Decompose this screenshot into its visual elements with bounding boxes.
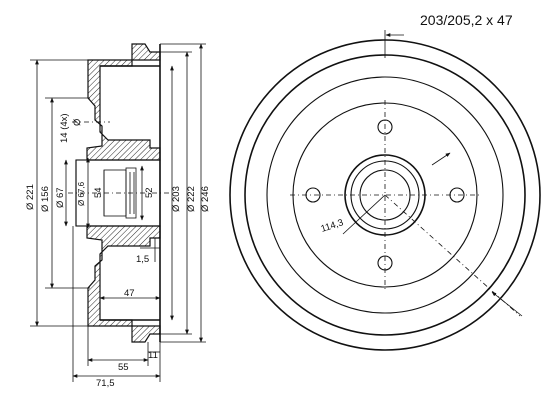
dim-71-5: 71,5 bbox=[96, 378, 115, 389]
dim-47: 47 bbox=[124, 288, 135, 299]
dim-1-5: 1,5 bbox=[136, 254, 149, 265]
dim-d221: Ø 221 bbox=[25, 184, 36, 210]
dim-d222: Ø 222 bbox=[186, 186, 197, 212]
dim-d67-6: Ø 67,6 bbox=[77, 181, 86, 206]
dim-52: 52 bbox=[144, 187, 155, 198]
dim-d156: Ø 156 bbox=[40, 186, 51, 212]
drum-spec-title: 203/205,2 x 47 bbox=[420, 12, 513, 28]
dim-hole-dia: Ø bbox=[72, 118, 83, 126]
front-view: 114,3 bbox=[229, 30, 541, 351]
inner-rim bbox=[266, 76, 504, 314]
bolt-circle-label: 114,3 bbox=[320, 217, 345, 235]
dim-holes: 14 (4x) bbox=[59, 113, 70, 143]
side-section-view: Ø 221 Ø 156 Ø 67 14 (4x) Ø Ø 67,6 54 52 … bbox=[25, 43, 211, 389]
upper-flange bbox=[131, 43, 161, 61]
dim-d246: Ø 246 bbox=[200, 186, 211, 212]
dim-55: 55 bbox=[118, 362, 129, 373]
lower-drum-wall bbox=[86, 225, 161, 327]
dim-d67: Ø 67 bbox=[55, 187, 66, 208]
dim-11: 11 bbox=[148, 350, 158, 361]
lower-flange bbox=[131, 325, 161, 343]
upper-drum-wall bbox=[86, 59, 161, 161]
dim-54: 54 bbox=[93, 187, 104, 198]
dim-d203: Ø 203 bbox=[171, 186, 182, 212]
